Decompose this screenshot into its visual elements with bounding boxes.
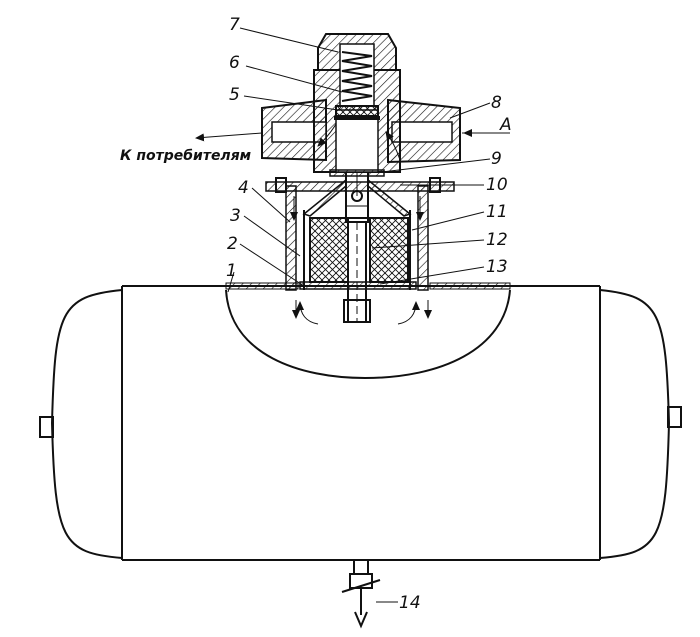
tank-right-nozzle (667, 406, 682, 428)
callout-8: 8 (491, 93, 502, 113)
bolt-nut (343, 299, 371, 323)
callout-5: 5 (229, 85, 240, 105)
inlet-flow-arrow (385, 131, 401, 161)
leader-3 (243, 215, 301, 257)
drain-lever (341, 579, 381, 593)
drain-valve (341, 559, 398, 629)
shell-section-left (225, 282, 299, 290)
check-ball (351, 190, 363, 202)
drain-arrow (354, 611, 368, 629)
leader-13 (379, 266, 485, 285)
callout-9: 9 (491, 149, 502, 169)
head-chamber (335, 109, 379, 173)
outlet-flow-arrow (317, 123, 337, 147)
leader-7 (239, 27, 339, 53)
seat-ring (329, 169, 385, 177)
inlet-label: А (499, 115, 512, 135)
valve-seat (334, 116, 380, 120)
callout-2: 2 (227, 234, 238, 254)
flange-bolt-left (275, 177, 287, 193)
callout-3: 3 (230, 206, 241, 226)
bottom-plate (299, 281, 417, 290)
inlet-direction: А (462, 115, 512, 137)
leader-11 (411, 211, 485, 231)
callout-6: 6 (229, 53, 240, 73)
filter-element-left (309, 217, 349, 283)
cutaway-arc (225, 289, 511, 380)
leader-12 (371, 239, 485, 249)
callout-11: 11 (486, 202, 508, 222)
valve-disc (335, 105, 379, 117)
flow-arrow-left (296, 301, 319, 325)
outlet-arrow (195, 132, 263, 142)
outlet-label: К потребителям (120, 148, 251, 164)
tank-right-head (599, 289, 671, 559)
drain-boss (353, 559, 369, 575)
receiver-tank (39, 282, 682, 561)
outlet-direction: К потребителям (120, 132, 263, 164)
shell-section-right (429, 282, 511, 290)
leader-9 (381, 158, 491, 173)
leader-lines (227, 27, 491, 293)
leader-8 (449, 102, 491, 119)
tank-left-head (50, 289, 123, 559)
housing-flange (265, 181, 455, 192)
separator-housing (265, 139, 455, 325)
callout-10: 10 (486, 175, 508, 195)
valve-spring (341, 51, 373, 102)
callout-12: 12 (486, 230, 508, 250)
valve-head (261, 33, 461, 177)
callout-4: 4 (238, 178, 249, 198)
leader-6 (245, 65, 343, 93)
callouts: 7 6 5 8 9 10 11 12 13 4 3 2 1 14 (226, 15, 508, 613)
leader-2 (239, 243, 305, 287)
callout-7: 7 (229, 15, 240, 35)
flow-arrow-right (397, 301, 420, 325)
leader-4 (251, 187, 291, 223)
callout-1: 1 (226, 261, 237, 281)
leader-5 (243, 95, 339, 111)
tank-left-nozzle (39, 416, 54, 438)
callout-13: 13 (486, 257, 508, 277)
filter-element-right (369, 217, 409, 283)
leader-1 (227, 271, 235, 293)
callout-14: 14 (399, 593, 421, 613)
